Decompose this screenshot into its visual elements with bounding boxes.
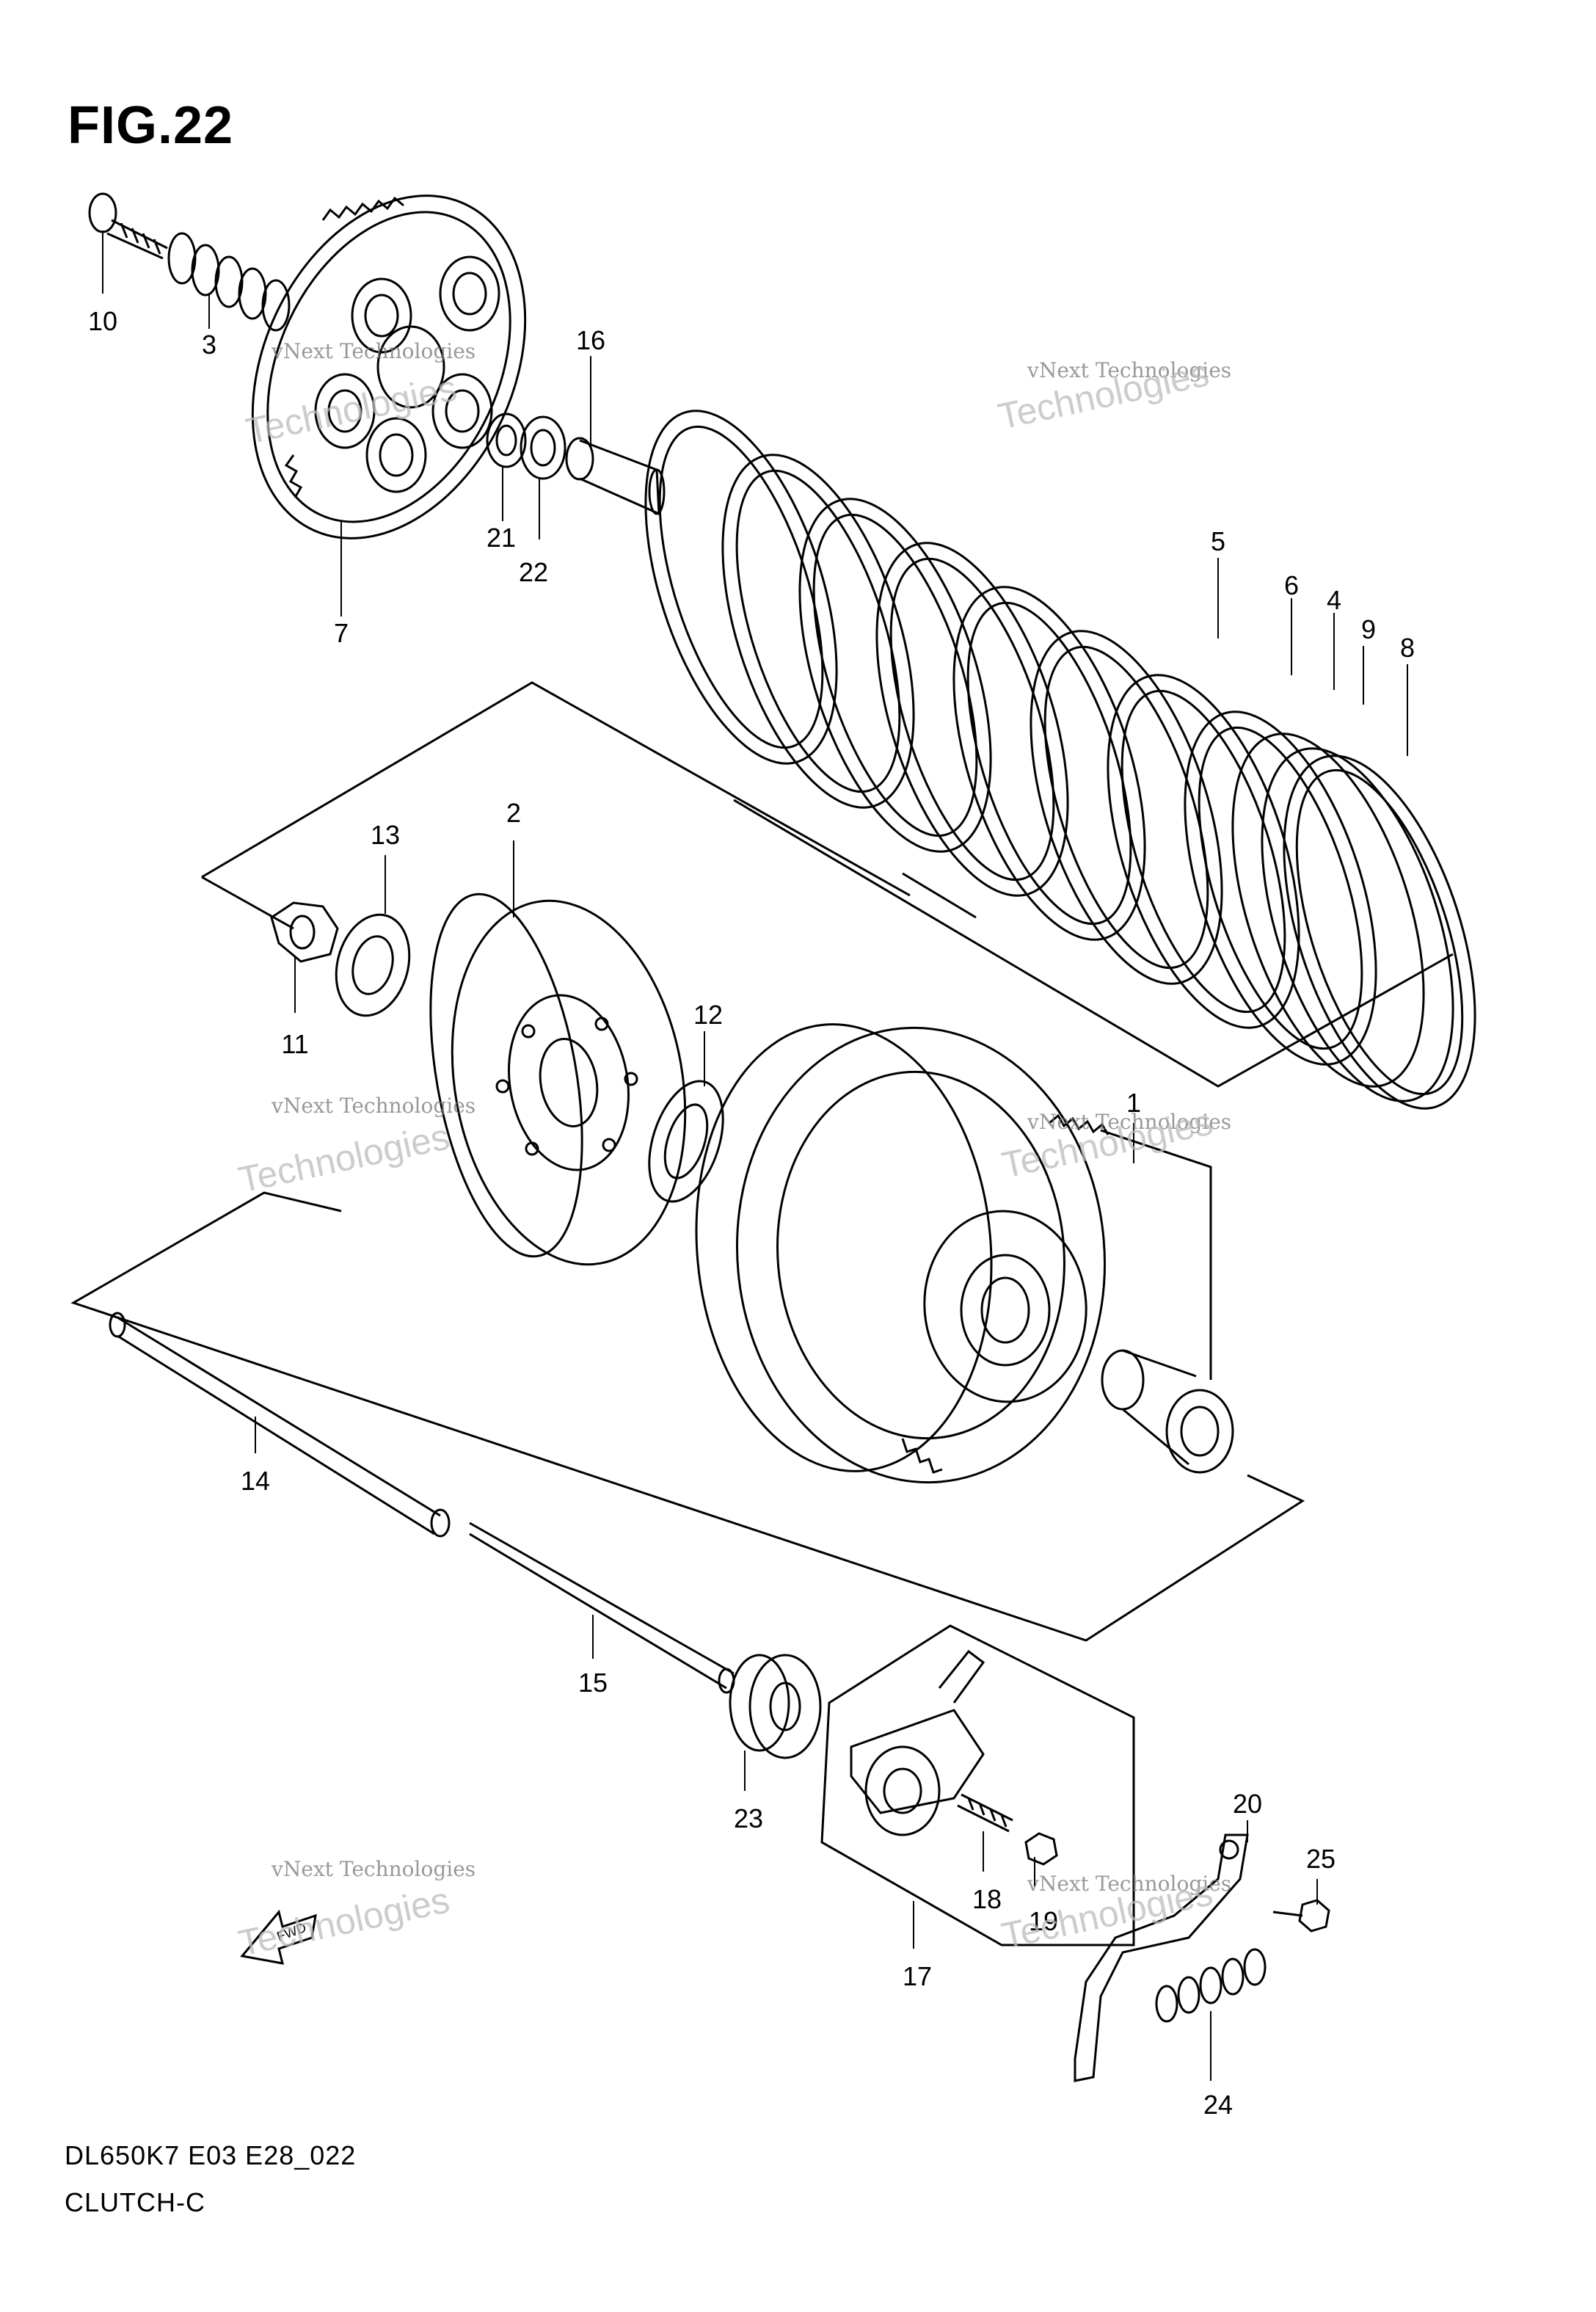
part-washer-12 <box>648 1080 724 1203</box>
callout-15: 15 <box>578 1668 608 1698</box>
part-push-rod-14 <box>109 1312 451 1538</box>
callout-12: 12 <box>693 1000 723 1030</box>
callout-23: 23 <box>734 1803 763 1833</box>
callout-22: 22 <box>519 557 548 587</box>
watermark-text: vNext Technologies <box>1027 358 1232 382</box>
callout-20: 20 <box>1233 1789 1262 1819</box>
fwd-arrow-icon <box>240 1909 317 1965</box>
part-pressure-plate-7 <box>251 195 527 539</box>
callout-14: 14 <box>241 1466 270 1496</box>
part-spring-3 <box>167 232 291 332</box>
group-bracket-hub <box>201 681 911 930</box>
part-clutch-plates-5 <box>644 410 1300 1029</box>
callout-6: 6 <box>1284 570 1299 600</box>
part-bolt-25 <box>1272 1899 1330 1933</box>
part-clutch-hub-2 <box>429 893 687 1266</box>
watermark-text: vNext Technologies <box>1027 1110 1232 1134</box>
group-bracket-housing <box>70 1129 1305 1642</box>
callout-8: 8 <box>1400 633 1415 663</box>
callout-25: 25 <box>1306 1844 1336 1874</box>
group-bracket-release <box>820 1624 1135 1946</box>
callout-17: 17 <box>903 1961 932 1991</box>
group-bracket-plates <box>733 799 1454 1088</box>
figure-title: FIG.22 <box>68 96 234 155</box>
callout-9: 9 <box>1361 614 1376 644</box>
watermark-text: vNext Technologies <box>272 1857 476 1881</box>
callout-24: 24 <box>1203 2090 1233 2120</box>
part-spring-24 <box>1155 1948 1267 2023</box>
callout-1: 1 <box>1126 1088 1141 1118</box>
callout-18: 18 <box>972 1884 1002 1914</box>
part-plate-4 <box>1231 733 1425 1088</box>
part-plate-6 <box>1184 710 1377 1066</box>
part-washer-21 <box>486 412 527 468</box>
callout-19: 19 <box>1029 1906 1058 1936</box>
callout-16: 16 <box>576 325 605 355</box>
leader-lines <box>102 230 1408 2081</box>
callout-5: 5 <box>1211 526 1225 556</box>
section-name: CLUTCH-C <box>65 2187 205 2217</box>
model-code: DL650K7 E03 E28_022 <box>65 2140 357 2170</box>
part-bracket-20 <box>1074 1833 1249 2082</box>
part-release-assy-17 <box>850 1649 985 1836</box>
part-spring-seat-9 <box>1261 747 1454 1102</box>
part-nut-19 <box>1024 1832 1058 1866</box>
part-bolt-10 <box>88 192 168 260</box>
part-bolt-18 <box>957 1793 1013 1833</box>
callout-11: 11 <box>281 1029 308 1059</box>
part-clutch-housing-1 <box>695 1023 1109 1484</box>
part-push-piece-16 <box>565 437 666 516</box>
part-sleeve <box>1101 1349 1234 1474</box>
callout-3: 3 <box>202 330 216 360</box>
watermark-text: vNext Technologies <box>272 339 476 363</box>
part-spring-washer-8 <box>1283 755 1476 1110</box>
callout-21: 21 <box>487 523 516 553</box>
part-oil-seal-23 <box>729 1654 822 1759</box>
watermark-text: vNext Technologies <box>1027 1872 1232 1896</box>
watermark-text: vNext Technologies <box>272 1094 476 1118</box>
callout-2: 2 <box>506 798 521 828</box>
part-lock-washer-13 <box>335 913 411 1017</box>
callout-10: 10 <box>88 306 117 336</box>
callout-13: 13 <box>371 820 400 850</box>
callout-4: 4 <box>1327 585 1341 615</box>
part-bearing-22 <box>520 415 566 480</box>
part-nut-11 <box>270 901 339 963</box>
callout-7: 7 <box>334 618 349 648</box>
